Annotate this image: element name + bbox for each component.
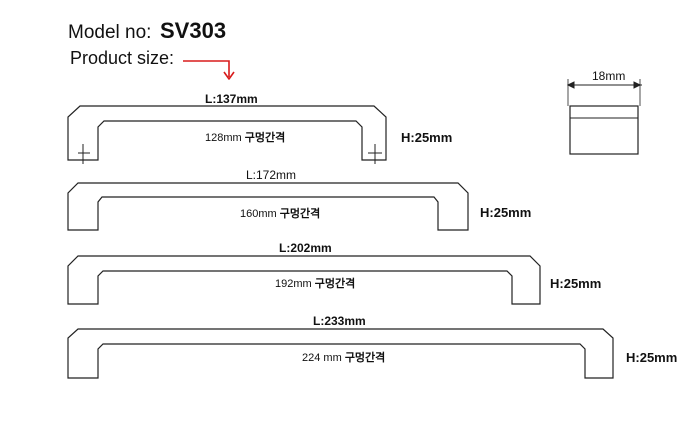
- handle-1-height: H:25mm: [401, 130, 453, 145]
- handle-3-spacing: 192mm 구멍간격: [275, 278, 356, 290]
- handle-outline-2: [67, 182, 469, 231]
- handle-2-length: L:172mm: [246, 168, 297, 182]
- handle-1-length: L:137mm: [205, 92, 258, 106]
- model-label: Model no:: [68, 22, 152, 43]
- profile-width-label: 18mm: [592, 69, 626, 83]
- model-number: SV303: [160, 18, 227, 43]
- red-arrow-icon: [183, 60, 235, 80]
- handle-4-spacing: 224 mm 구멍간격: [302, 352, 386, 364]
- profile-cross-section: [566, 79, 642, 155]
- handle-1-spacing: 128mm 구멍간격: [205, 132, 286, 144]
- handle-outline-3: [67, 255, 541, 305]
- mount-hole-marker-left-1: [78, 144, 90, 164]
- handle-3-height: H:25mm: [550, 276, 602, 291]
- handle-2-height: H:25mm: [480, 205, 532, 220]
- handle-outline-1: [67, 105, 387, 161]
- handle-4-height: H:25mm: [626, 350, 678, 365]
- handle-3-length: L:202mm: [279, 241, 332, 255]
- handle-outline-4: [67, 328, 614, 379]
- mount-hole-marker-right-1: [368, 144, 382, 164]
- handle-4-length: L:233mm: [313, 314, 366, 328]
- handle-2-spacing: 160mm 구멍간격: [240, 208, 321, 220]
- product-size-label: Product size:: [70, 48, 175, 68]
